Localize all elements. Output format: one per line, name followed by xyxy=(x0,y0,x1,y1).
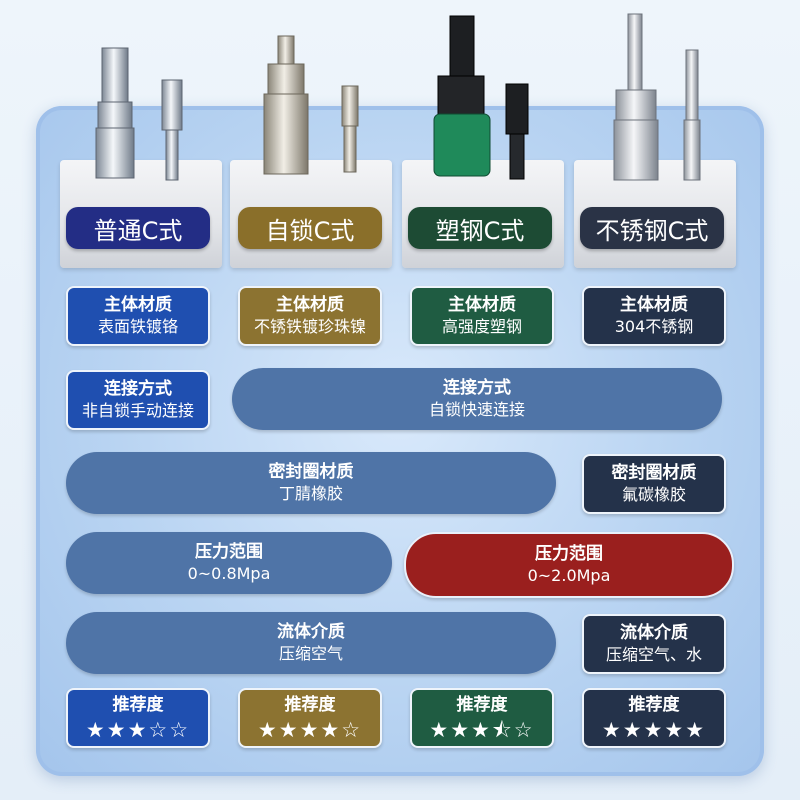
rating-heading: 推荐度 xyxy=(112,695,164,715)
medium-value: 压缩空气 xyxy=(278,644,343,663)
material-cell-4: 主体材质 304不锈钢 xyxy=(582,286,726,346)
material-heading: 主体材质 xyxy=(104,295,172,315)
material-cell-2: 主体材质 不锈铁镀珍珠镍 xyxy=(238,286,382,346)
pressure-cell-high: 压力范围 0~2.0Mpa xyxy=(404,532,734,598)
pressure-cell-low: 压力范围 0~0.8Mpa xyxy=(66,532,392,594)
seal-cell-fkm: 密封圈材质 氟碳橡胶 xyxy=(582,454,726,514)
chrome-coupler-icon xyxy=(95,47,183,181)
product-title-3: 塑钢C式 xyxy=(408,207,552,249)
connection-cell-manual: 连接方式 非自锁手动连接 xyxy=(66,370,210,430)
material-value: 不锈铁镀珍珠镍 xyxy=(253,317,366,336)
plastic-steel-coupler-icon xyxy=(433,15,529,180)
rating-heading: 推荐度 xyxy=(628,695,680,715)
connection-heading: 连接方式 xyxy=(443,378,511,398)
material-cell-1: 主体材质 表面铁镀铬 xyxy=(66,286,210,346)
material-value: 304不锈钢 xyxy=(614,317,694,336)
medium-cell-air-water: 流体介质 压缩空气、水 xyxy=(582,614,726,674)
connection-cell-auto: 连接方式 自锁快速连接 xyxy=(232,368,722,430)
rating-cell-3: 推荐度 ★★★⯪☆ xyxy=(410,688,554,748)
material-value: 表面铁镀铬 xyxy=(97,317,178,336)
product-title-2: 自锁C式 xyxy=(238,207,382,249)
rating-stars: ★★★⯪☆ xyxy=(429,718,535,742)
rating-stars: ★★★☆☆ xyxy=(85,718,191,742)
medium-value: 压缩空气、水 xyxy=(605,645,702,664)
seal-heading: 密封圈材质 xyxy=(268,462,354,482)
material-cell-3: 主体材质 高强度塑钢 xyxy=(410,286,554,346)
seal-heading: 密封圈材质 xyxy=(611,463,697,483)
rating-cell-4: 推荐度 ★★★★★ xyxy=(582,688,726,748)
pressure-value: 0~2.0Mpa xyxy=(527,566,611,585)
pressure-heading: 压力范围 xyxy=(195,542,263,562)
rating-stars: ★★★★★ xyxy=(601,718,707,742)
connection-value: 非自锁手动连接 xyxy=(81,401,194,420)
rating-cell-2: 推荐度 ★★★★☆ xyxy=(238,688,382,748)
product-title-1: 普通C式 xyxy=(66,207,210,249)
material-value: 高强度塑钢 xyxy=(441,317,522,336)
seal-cell-nbr: 密封圈材质 丁腈橡胶 xyxy=(66,452,556,514)
rating-cell-1: 推荐度 ★★★☆☆ xyxy=(66,688,210,748)
product-title-4: 不锈钢C式 xyxy=(580,207,724,249)
medium-heading: 流体介质 xyxy=(277,622,345,642)
connection-heading: 连接方式 xyxy=(104,379,172,399)
seal-value: 氟碳橡胶 xyxy=(621,485,686,504)
medium-cell-air: 流体介质 压缩空气 xyxy=(66,612,556,674)
rating-heading: 推荐度 xyxy=(456,695,508,715)
brass-nickel-coupler-icon xyxy=(263,35,359,175)
rating-stars: ★★★★☆ xyxy=(257,718,363,742)
pressure-value: 0~0.8Mpa xyxy=(187,564,271,583)
pressure-heading: 压力范围 xyxy=(535,544,603,564)
rating-heading: 推荐度 xyxy=(284,695,336,715)
seal-value: 丁腈橡胶 xyxy=(278,484,343,503)
material-heading: 主体材质 xyxy=(276,295,344,315)
material-heading: 主体材质 xyxy=(620,295,688,315)
material-heading: 主体材质 xyxy=(448,295,516,315)
connection-value: 自锁快速连接 xyxy=(428,400,525,419)
stainless-coupler-icon xyxy=(613,13,701,181)
medium-heading: 流体介质 xyxy=(620,623,688,643)
